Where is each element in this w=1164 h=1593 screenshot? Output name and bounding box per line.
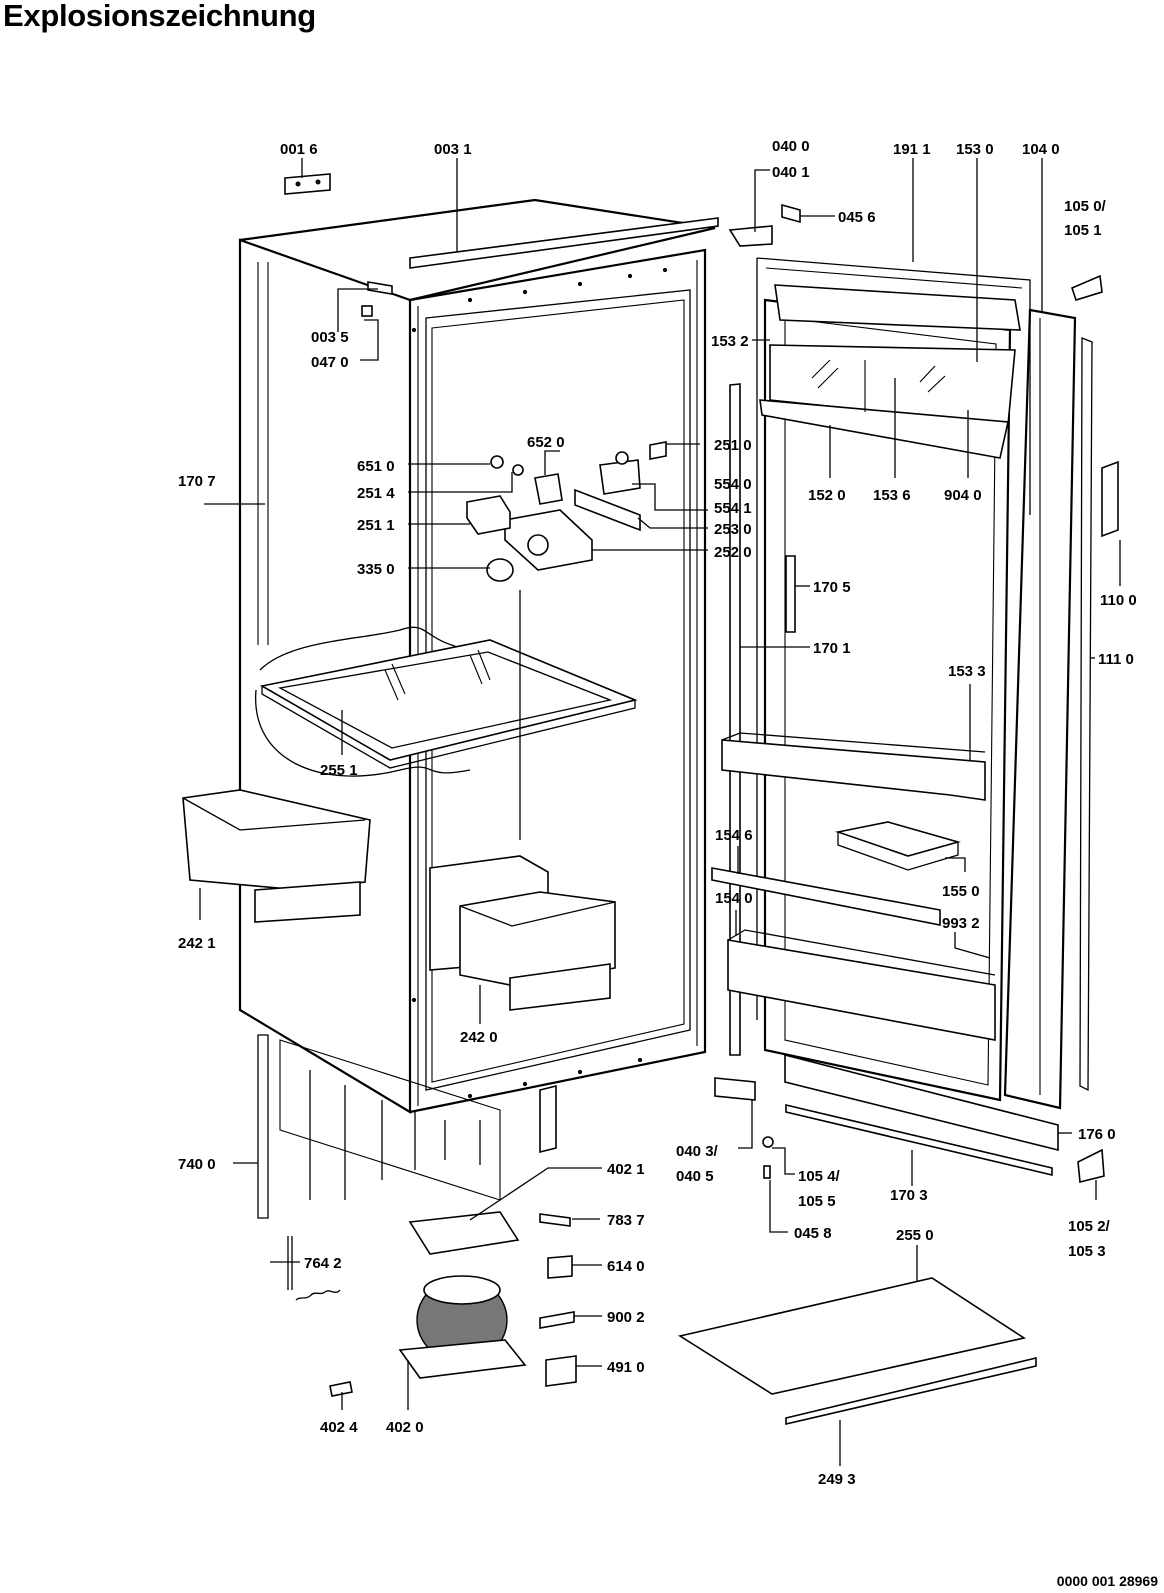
cabinet-body	[238, 198, 719, 1114]
leader-lines	[199, 158, 1121, 1466]
label-003-5: 003 5	[311, 329, 349, 346]
label-251-1: 251 1	[357, 517, 395, 534]
label-003-1: 003 1	[434, 141, 472, 158]
label-153-0: 153 0	[956, 141, 994, 158]
label-554-1: 554 1	[714, 500, 752, 517]
crisper-drawer-small	[182, 789, 371, 923]
label-110-0: 110 0	[1100, 592, 1137, 609]
label-040-3: 040 3/	[676, 1143, 719, 1160]
label-253-0: 253 0	[714, 521, 752, 538]
label-153-3: 153 3	[948, 663, 986, 680]
label-554-0: 554 0	[714, 476, 752, 493]
label-255-1: 255 1	[320, 762, 358, 779]
label-040-0: 040 0	[772, 138, 810, 155]
label-155-0: 155 0	[942, 883, 980, 900]
label-040-1: 040 1	[772, 164, 810, 181]
label-251-0: 251 0	[714, 437, 752, 454]
label-105-4: 105 4/	[798, 1168, 841, 1185]
label-764-2: 764 2	[304, 1255, 342, 1272]
label-651-0: 651 0	[357, 458, 395, 475]
label-614-0: 614 0	[607, 1258, 645, 1275]
label-783-7: 783 7	[607, 1212, 645, 1229]
label-001-6: 001 6	[280, 141, 318, 158]
label-170-5: 170 5	[813, 579, 851, 596]
label-249-3: 249 3	[818, 1471, 856, 1488]
label-176-0: 176 0	[1078, 1126, 1116, 1143]
label-191-1: 191 1	[893, 141, 931, 158]
label-251-4: 251 4	[357, 485, 395, 502]
label-154-0: 154 0	[715, 890, 753, 907]
label-252-0: 252 0	[714, 544, 752, 561]
label-740-0: 740 0	[178, 1156, 216, 1173]
door	[711, 257, 1119, 1184]
document-number: 0000 001 28969	[1056, 1573, 1158, 1589]
label-152-0: 152 0	[808, 487, 846, 504]
label-111-0: 111 0	[1098, 651, 1134, 668]
label-047-0: 047 0	[311, 354, 349, 371]
hinge-top-left	[284, 173, 331, 195]
label-153-2: 153 2	[711, 333, 749, 350]
label-170-1: 170 1	[813, 640, 851, 657]
label-993-2: 993 2	[942, 915, 980, 932]
label-170-3: 170 3	[890, 1187, 928, 1204]
label-652-0: 652 0	[527, 434, 565, 451]
label-900-2: 900 2	[607, 1309, 645, 1326]
label-105-1: 105 1	[1064, 222, 1102, 239]
label-104-0: 104 0	[1022, 141, 1060, 158]
label-242-0: 242 0	[460, 1029, 498, 1046]
label-170-7: 170 7	[178, 473, 216, 490]
label-105-2: 105 2/	[1068, 1218, 1111, 1235]
label-904-0: 904 0	[944, 487, 982, 504]
glass-shelf	[259, 639, 638, 769]
label-242-1: 242 1	[178, 935, 216, 952]
label-491-0: 491 0	[607, 1359, 645, 1376]
page-title: Explosionszeichnung	[3, 0, 316, 33]
label-402-1: 402 1	[607, 1161, 645, 1178]
label-105-0: 105 0/	[1064, 198, 1107, 215]
label-402-4: 402 4	[320, 1419, 358, 1436]
label-255-0: 255 0	[896, 1227, 934, 1244]
label-105-5: 105 5	[798, 1193, 836, 1210]
label-402-0: 402 0	[386, 1419, 424, 1436]
label-040-5: 040 5	[676, 1168, 714, 1185]
hinge-plate-top	[361, 203, 801, 317]
label-105-3: 105 3	[1068, 1243, 1106, 1260]
crisper-drawer-large	[429, 855, 616, 1011]
thermostat-light-assembly	[466, 441, 667, 582]
label-045-6: 045 6	[838, 209, 876, 226]
label-045-8: 045 8	[794, 1225, 832, 1242]
label-154-6: 154 6	[715, 827, 753, 844]
part-labels: 001 6 003 1 003 5 047 0 040 0 040 1 045 …	[178, 138, 1137, 1488]
label-335-0: 335 0	[357, 561, 395, 578]
label-153-6: 153 6	[873, 487, 911, 504]
